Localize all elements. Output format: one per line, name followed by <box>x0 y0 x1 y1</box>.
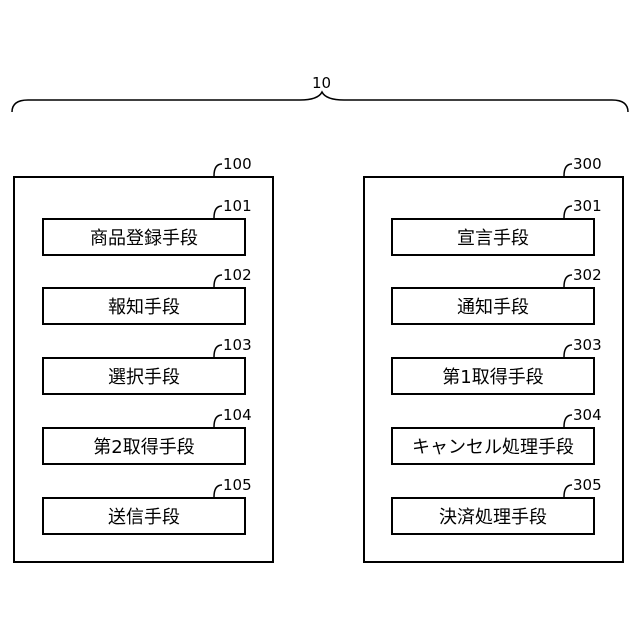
left-item-2-label: 102 <box>223 268 252 283</box>
system-brace <box>12 92 628 112</box>
right-item-1-label: 301 <box>573 199 602 214</box>
left-item-3: 選択手段 <box>42 357 246 395</box>
left-item-1: 商品登録手段 <box>42 218 246 256</box>
left-item-4: 第2取得手段 <box>42 427 246 465</box>
right-item-1: 宣言手段 <box>391 218 595 256</box>
right-group-label: 300 <box>573 157 602 172</box>
left-item-4-label: 104 <box>223 408 252 423</box>
right-item-5-label: 305 <box>573 478 602 493</box>
right-item-2: 通知手段 <box>391 287 595 325</box>
right-item-4: キャンセル処理手段 <box>391 427 595 465</box>
right-item-5: 決済処理手段 <box>391 497 595 535</box>
left-item-5-label: 105 <box>223 478 252 493</box>
right-item-4-label: 304 <box>573 408 602 423</box>
right-item-3: 第1取得手段 <box>391 357 595 395</box>
left-item-3-label: 103 <box>223 338 252 353</box>
left-item-5: 送信手段 <box>42 497 246 535</box>
leader-100 <box>214 164 222 176</box>
right-item-3-label: 303 <box>573 338 602 353</box>
left-item-2: 報知手段 <box>42 287 246 325</box>
left-group-label: 100 <box>223 157 252 172</box>
system-label: 10 <box>312 76 331 91</box>
left-item-1-label: 101 <box>223 199 252 214</box>
leader-300 <box>564 164 572 176</box>
right-item-2-label: 302 <box>573 268 602 283</box>
